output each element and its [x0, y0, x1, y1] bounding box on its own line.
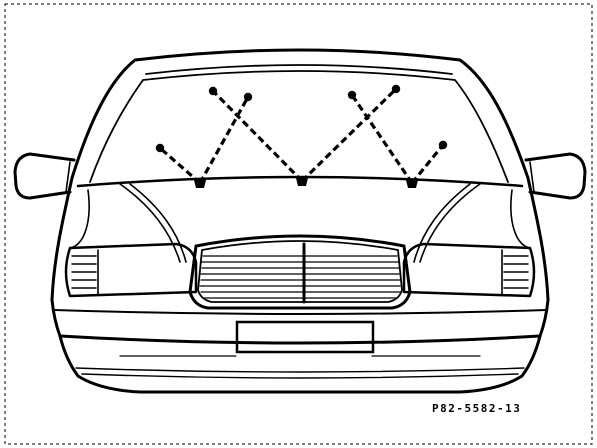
right-mirror: [524, 152, 587, 200]
spray-target-points: [155, 84, 448, 153]
spray-patterns: [158, 87, 445, 185]
grille: [188, 234, 412, 310]
figure-reference-label: P82-5582-13: [432, 402, 522, 415]
right-headlight: [402, 242, 536, 298]
license-plate: [235, 320, 375, 354]
washer-nozzles: [194, 178, 418, 188]
left-mirror: [13, 152, 76, 200]
dashed-border: [4, 3, 593, 445]
bumper: [50, 298, 550, 394]
left-headlight: [64, 242, 198, 298]
